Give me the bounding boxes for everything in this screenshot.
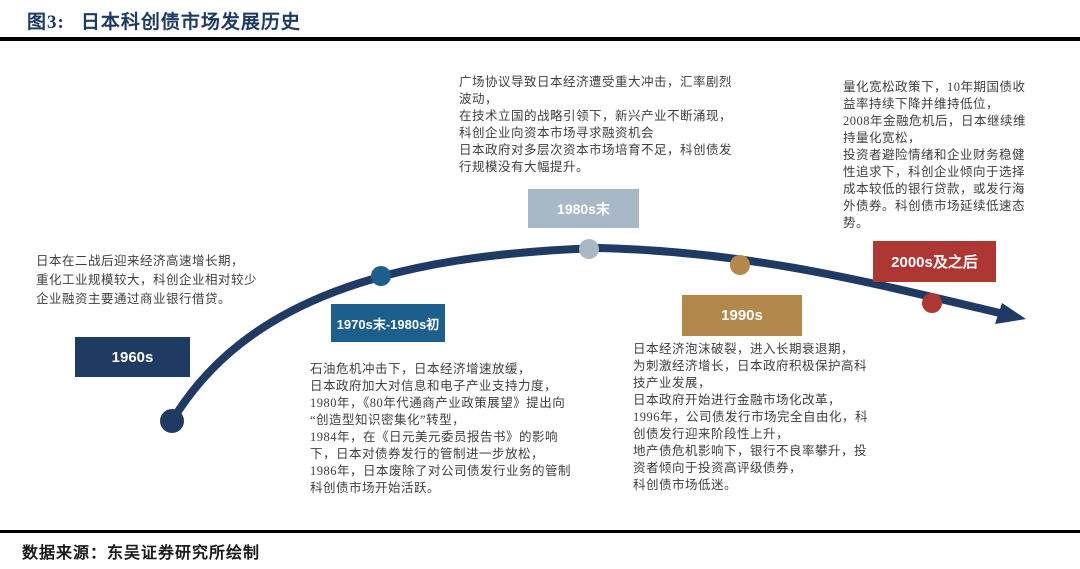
period-box-2000s: 2000s及之后 [873, 241, 996, 282]
arrowhead-icon [995, 303, 1026, 324]
figure-number-label: 图3: [27, 12, 65, 33]
period-desc-1970s: 石油危机冲击下，日本经济增速放缓， 日本政府加大对信息和电子产业支持力度， 19… [310, 362, 572, 495]
period-desc-2000s: 量化宽松政策下，10年期国债收 益率持续下降并维持低位， 2008年金融危机后，… [843, 80, 1027, 230]
period-desc-1990s: 日本经济泡沫破裂，进入长期衰退期， 为刺激经济增长，日本政府积极保护高科 技产业… [633, 342, 869, 492]
figure-header: 图3: 日本科创债市场发展历史 [27, 7, 301, 34]
timeline-dot-1970s [371, 266, 391, 286]
timeline-dot-1960s [160, 409, 184, 433]
timeline-dot-1980s [579, 239, 599, 259]
period-box-1960s: 1960s [75, 337, 190, 377]
footer-divider [0, 530, 1080, 533]
source-note: 数据来源：东吴证券研究所绘制 [22, 545, 261, 562]
timeline-dot-2000s [922, 293, 942, 313]
timeline-dot-1990s [730, 255, 750, 275]
figure-title: 日本科创债市场发展历史 [80, 12, 301, 33]
header-divider [0, 37, 1080, 41]
timeline-curve [168, 243, 1004, 425]
period-box-1980s: 1980s末 [528, 189, 639, 228]
period-box-1970s: 1970s末-1980s初 [331, 304, 445, 342]
period-desc-1980s: 广场协议导致日本经济遭受重大冲击，汇率剧烈 波动， 在技术立国的战略引领下，新兴… [459, 75, 733, 174]
period-desc-1960s: 日本在二战后迎来经济高速增长期， 重化工业规模较大，科创企业相对较少 企业融资主… [36, 254, 258, 306]
period-box-1990s: 1990s [682, 295, 802, 336]
